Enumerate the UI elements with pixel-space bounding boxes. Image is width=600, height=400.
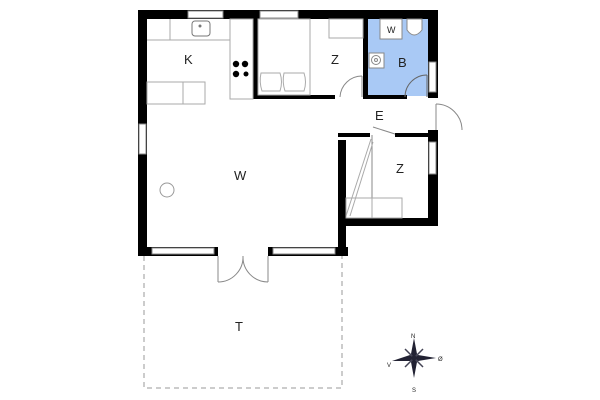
compass-south: S — [412, 388, 416, 394]
entrance-door[interactable] — [428, 98, 463, 131]
terrace-outline — [143, 256, 343, 389]
bed-icon — [257, 18, 364, 96]
bed-2-icon — [345, 138, 403, 219]
compass-east: Ø — [438, 357, 443, 363]
stove-round-icon — [159, 182, 175, 198]
compass-north: N — [411, 334, 415, 340]
bedroom-1-door[interactable] — [335, 75, 363, 99]
room-label-living-room: W — [234, 168, 247, 183]
room-label-entrance: E — [375, 108, 384, 123]
room-label-bathroom: B — [398, 55, 407, 70]
room-label-washer: W — [387, 25, 396, 35]
compass-icon: N Ø S V — [387, 334, 443, 394]
bedroom-2-door[interactable] — [371, 126, 396, 218]
room-label-kitchen: K — [184, 52, 193, 67]
terrace-door[interactable] — [217, 247, 269, 283]
compass-west: V — [387, 363, 391, 369]
room-label-bedroom-1: Z — [331, 52, 339, 67]
room-label-bedroom-2: Z — [396, 161, 404, 176]
bathroom-fixtures — [368, 18, 423, 69]
stove-icon — [232, 60, 249, 78]
windows — [138, 10, 437, 255]
room-label-terrace: T — [235, 319, 243, 334]
sink-icon — [191, 20, 211, 37]
kitchen-counter — [146, 18, 254, 105]
bathroom-door[interactable] — [404, 74, 428, 98]
